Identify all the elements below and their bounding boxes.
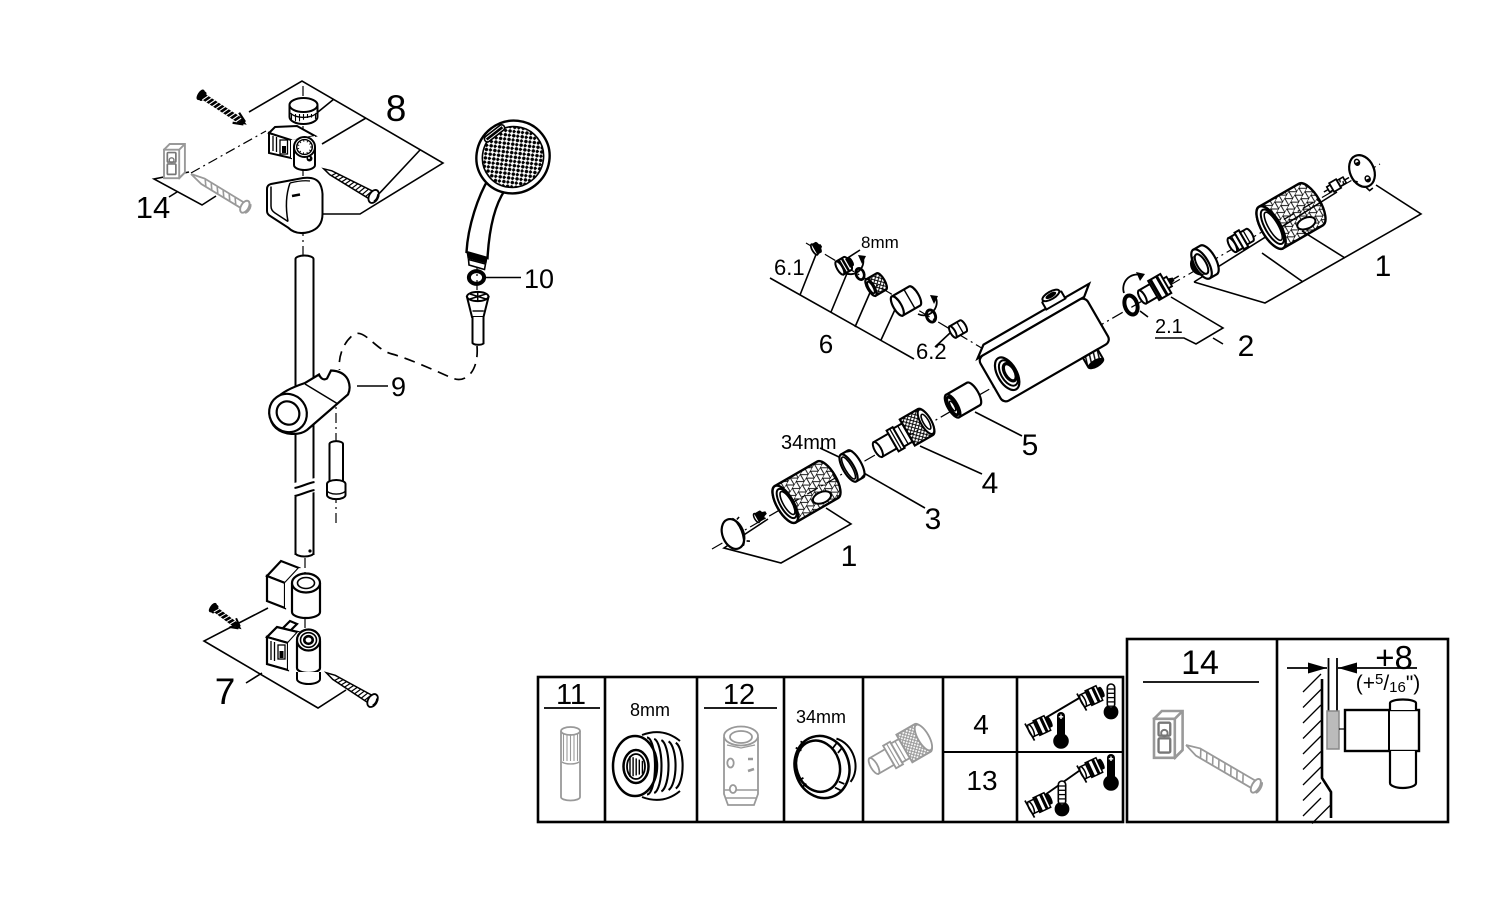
svg-text:1: 1: [841, 540, 858, 573]
svg-text:34mm: 34mm: [781, 432, 837, 454]
svg-text:1: 1: [1375, 250, 1392, 283]
svg-text:2.1: 2.1: [1155, 316, 1183, 338]
svg-text:34mm: 34mm: [796, 707, 846, 727]
svg-text:7: 7: [215, 671, 236, 712]
svg-text:+8: +8: [1375, 639, 1413, 676]
svg-text:2: 2: [1238, 330, 1255, 363]
svg-text:11: 11: [556, 679, 586, 711]
svg-text:14: 14: [1181, 644, 1219, 682]
svg-text:9: 9: [391, 372, 406, 402]
svg-text:4: 4: [973, 709, 989, 740]
svg-text:13: 13: [966, 765, 997, 796]
svg-text:6.2: 6.2: [916, 339, 947, 364]
svg-text:3: 3: [925, 503, 942, 536]
svg-text:5: 5: [1022, 429, 1039, 462]
svg-text:8mm: 8mm: [861, 233, 899, 252]
svg-text:6: 6: [819, 329, 833, 359]
svg-text:(+5/16"): (+5/16"): [1356, 671, 1421, 696]
svg-text:4: 4: [982, 467, 999, 500]
svg-text:8: 8: [386, 88, 407, 129]
svg-text:10: 10: [524, 264, 554, 294]
svg-text:14: 14: [136, 190, 170, 225]
svg-text:6.1: 6.1: [774, 255, 805, 280]
svg-text:12: 12: [723, 679, 755, 711]
svg-text:8mm: 8mm: [630, 700, 670, 720]
